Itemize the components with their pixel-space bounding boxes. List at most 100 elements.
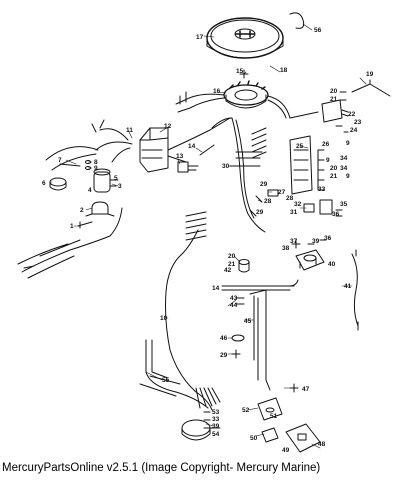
callout-41: 41 — [344, 283, 352, 290]
fuse-holder-42 — [238, 259, 250, 273]
stator-leads — [175, 91, 225, 113]
clamp — [85, 201, 115, 217]
spark-plug-leads — [45, 119, 105, 171]
flywheel — [206, 17, 284, 59]
callout-14b: 14 — [212, 285, 220, 292]
callout-3: 3 — [118, 183, 122, 190]
loose-wires — [17, 207, 123, 279]
callout-labels: 17 56 15 18 16 19 20 21 22 23 24 9 11 12… — [42, 27, 374, 454]
panel-48 — [285, 423, 321, 453]
callout-6: 6 — [42, 180, 46, 187]
callout-22: 22 — [348, 111, 356, 118]
callout-45: 45 — [244, 318, 252, 325]
callout-28b: 28 — [286, 195, 294, 202]
callout-33: 33 — [318, 186, 326, 193]
callout-56: 56 — [314, 27, 322, 34]
callout-40: 40 — [328, 261, 336, 268]
callout-34b: 34 — [340, 165, 348, 172]
coil-wires — [95, 128, 133, 163]
bracket-45 — [249, 289, 271, 391]
callout-31: 31 — [290, 209, 298, 216]
callout-15: 15 — [236, 68, 244, 75]
stud-14 — [199, 144, 215, 156]
callout-44: 44 — [230, 302, 238, 309]
callout-10: 10 — [160, 315, 168, 322]
callout-24: 24 — [350, 127, 358, 134]
callout-18: 18 — [280, 67, 288, 74]
callout-21: 21 — [330, 96, 338, 103]
callout-32: 32 — [294, 201, 302, 208]
callout-8: 8 — [94, 159, 98, 166]
callout-4: 4 — [88, 187, 92, 194]
callout-9b: 9 — [94, 165, 98, 172]
callout-53: 53 — [212, 409, 220, 416]
callout-20c: 20 — [228, 253, 236, 260]
callout-1: 1 — [70, 223, 74, 230]
screw-1 — [77, 221, 93, 229]
fuse-27 — [267, 189, 279, 197]
cap — [49, 177, 67, 191]
callout-11: 11 — [126, 127, 133, 134]
clip — [289, 12, 305, 29]
callout-21c: 21 — [228, 261, 236, 268]
plug-50 — [261, 427, 279, 443]
callout-34: 34 — [340, 155, 348, 162]
callout-27: 27 — [278, 189, 286, 196]
grommet-46 — [231, 334, 245, 342]
fasteners-53-54 — [203, 411, 211, 429]
image-caption: MercuryPartsOnline v2.5.1 (Image Copyrig… — [2, 462, 321, 474]
cable-14 — [221, 279, 299, 291]
leader-lines — [49, 23, 367, 449]
callout-25: 25 — [296, 143, 304, 150]
callout-36b: 36 — [324, 235, 332, 242]
callout-35: 35 — [340, 201, 348, 208]
callout-49: 49 — [282, 447, 290, 454]
wire-41 — [351, 249, 359, 331]
callout-16: 16 — [213, 88, 221, 95]
callout-55: 55 — [162, 377, 170, 384]
harness-55 — [139, 339, 209, 409]
main-harness — [211, 117, 266, 233]
rectifier — [177, 161, 199, 173]
callout-2: 2 — [80, 207, 84, 214]
cable-branch — [195, 387, 221, 409]
switch-52 — [257, 397, 283, 421]
callout-50: 50 — [250, 435, 258, 442]
callout-17: 17 — [196, 34, 204, 41]
switch-box-wiring — [167, 117, 231, 163]
callout-19: 19 — [366, 71, 374, 78]
callout-9d: 9 — [346, 173, 350, 180]
callout-38: 38 — [282, 245, 290, 252]
callout-29b: 29 — [256, 209, 264, 216]
callout-20: 20 — [330, 88, 338, 95]
callout-29c: 29 — [220, 352, 228, 359]
screw-29 — [231, 349, 241, 359]
callout-37: 37 — [290, 238, 298, 245]
terminal-strip-26 — [317, 149, 325, 191]
callout-51: 51 — [270, 413, 278, 420]
ignition-coil — [93, 168, 119, 193]
bolt-7 — [59, 163, 81, 167]
harness-to-regulator — [289, 111, 319, 119]
callout-54: 54 — [212, 431, 220, 438]
callout-42: 42 — [224, 267, 232, 274]
starter-solenoid — [295, 249, 325, 271]
callout-13: 13 — [176, 153, 184, 160]
callout-28: 28 — [264, 198, 272, 205]
switch-box — [139, 127, 169, 173]
callout-26: 26 — [322, 141, 330, 148]
ring-terminals — [291, 239, 327, 249]
callout-20b: 20 — [330, 165, 338, 172]
callout-39b: 39 — [212, 423, 220, 430]
callout-5: 5 — [114, 175, 118, 182]
stator — [223, 80, 269, 109]
callout-46: 46 — [220, 335, 228, 342]
callout-30: 30 — [222, 163, 230, 170]
callout-29: 29 — [260, 181, 268, 188]
callout-23: 23 — [354, 119, 362, 126]
callout-48: 48 — [318, 441, 326, 448]
callout-9c: 9 — [326, 157, 330, 164]
callout-39: 39 — [312, 238, 320, 245]
